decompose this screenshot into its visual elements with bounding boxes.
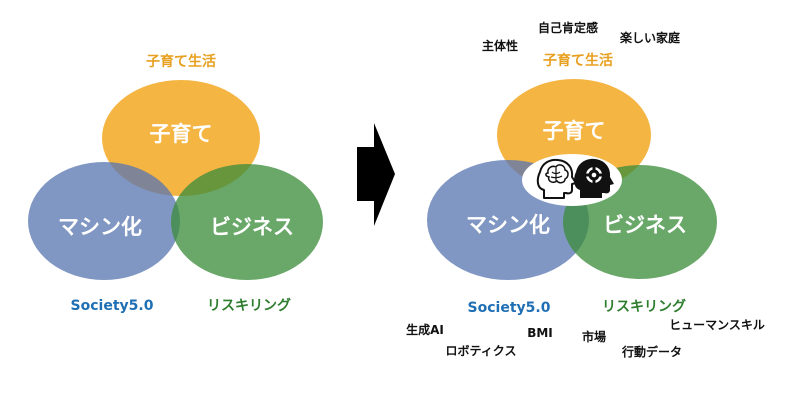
keyword-shutaisei: 主体性 [482,38,518,53]
keyword-human-skill: ヒューマンスキル [669,318,765,332]
keyword-koudou-data: 行動データ [621,344,682,359]
keyword-seisei-ai: 生成AI [406,322,444,337]
left-circle-right [171,164,323,280]
keyword-bmi: BMI [527,326,553,340]
keyword-jiko-kouteikan: 自己肯定感 [538,20,598,35]
right-label-society: Society5.0 [468,300,551,316]
left-circle-top [102,80,260,196]
left-circle-left-label: マシン化 [58,215,142,239]
brain-head-icon [536,158,577,199]
keyword-robotics: ロボティクス [446,343,517,358]
keyword-tanoshii-katei: 楽しい家庭 [620,30,680,45]
right-venn-diagram: 子育て生活 子育て マシン化 ビジネス Society5.0 リスキリング [406,20,765,359]
left-label-society: Society5.0 [71,298,154,314]
left-label-top: 子育て生活 [146,53,216,70]
right-circle-left-label: マシン化 [466,213,550,237]
left-venn-diagram: 子育て生活 子育て マシン化 ビジネス Society5.0 リスキリング [28,53,323,314]
left-circle-right-label: ビジネス [210,215,294,239]
right-label-reskilling: リスキリング [602,298,686,315]
left-label-reskilling: リスキリング [207,297,291,314]
gear-head-icon [574,158,614,198]
left-circle-top-label: 子育て [150,122,213,146]
right-circle-top-label: 子育て [543,119,606,143]
right-circle-right-label: ビジネス [603,213,687,237]
left-circle-left [28,162,180,280]
transition-arrow-icon [357,123,395,226]
right-label-top: 子育て生活 [543,52,613,69]
keyword-shijou: 市場 [582,329,606,344]
